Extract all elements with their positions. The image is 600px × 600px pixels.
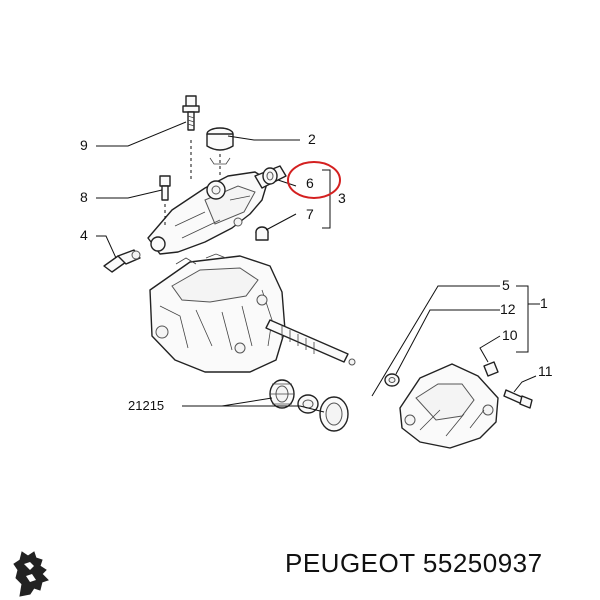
callout-1: 1 (540, 295, 548, 311)
callout-3: 3 (338, 190, 346, 206)
callout-21215: 21215 (128, 398, 164, 413)
bolt-11 (503, 389, 533, 409)
cap-7 (255, 226, 269, 241)
bearing-21215 (269, 379, 319, 414)
leader-lines (96, 121, 540, 413)
seal-6 (262, 167, 278, 185)
callout-5: 5 (502, 277, 510, 293)
oil-seal-5 (319, 396, 349, 432)
bolt-9 (182, 95, 200, 182)
part-number: 55250937 (422, 548, 543, 578)
rear-housing-1 (399, 363, 499, 449)
callout-6: 6 (306, 175, 314, 191)
brand-name: PEUGEOT (285, 548, 416, 578)
callout-2: 2 (308, 131, 316, 147)
input-shaft (265, 319, 356, 366)
brand-part-number: PEUGEOT 55250937 (285, 548, 543, 579)
plug-2 (206, 127, 234, 176)
callout-8: 8 (80, 189, 88, 205)
callout-12: 12 (500, 301, 516, 317)
highlight-circle (287, 161, 341, 199)
callout-10: 10 (502, 327, 518, 343)
callout-11: 11 (538, 363, 553, 379)
peugeot-lion-logo-icon (13, 551, 49, 597)
sensor-4 (103, 249, 141, 273)
callout-9: 9 (80, 137, 88, 153)
o-ring-12 (384, 373, 400, 387)
callout-4: 4 (80, 227, 88, 243)
bolt-8 (159, 175, 171, 226)
gearbox-housing (149, 253, 286, 373)
bushing-10 (483, 361, 499, 377)
callout-7: 7 (306, 206, 314, 222)
